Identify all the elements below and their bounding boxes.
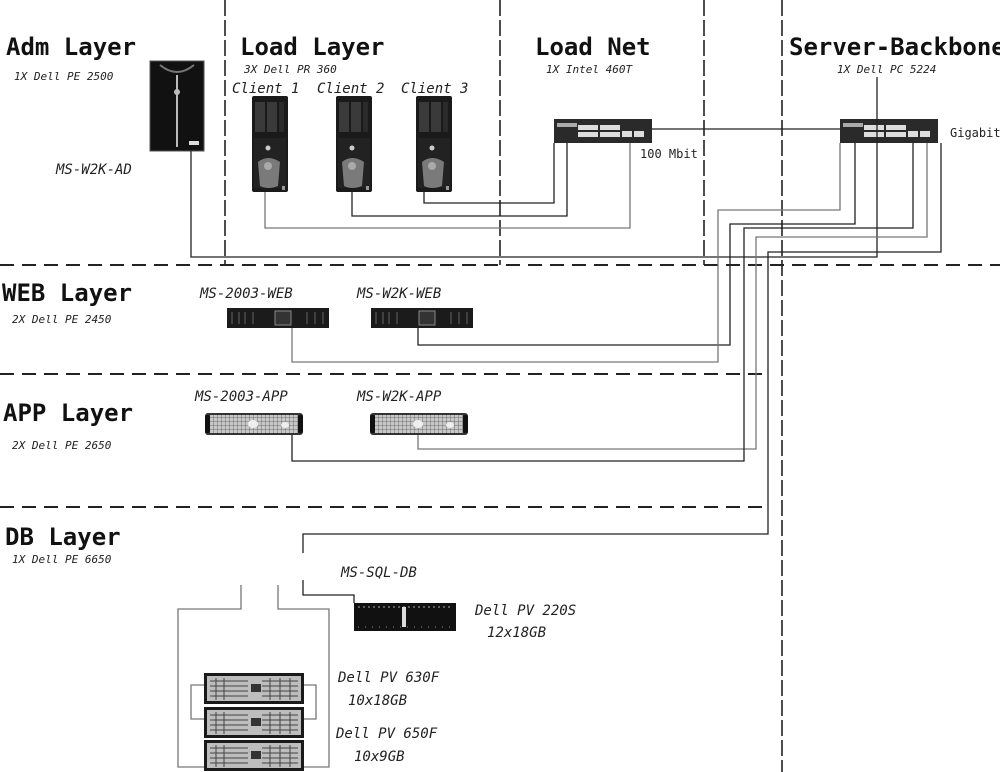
backbone-speed-label: Gigabit xyxy=(950,126,1000,140)
client-3-tower-icon[interactable] xyxy=(416,96,452,192)
backbone-switch-icon[interactable] xyxy=(840,119,938,143)
pv650f-capacity: 10x9GB xyxy=(354,749,405,765)
loadnet-switch-icon[interactable] xyxy=(554,119,652,143)
backbone-title: Server-Backbone xyxy=(789,33,1000,61)
network-cables xyxy=(177,77,942,768)
app-server-1-icon[interactable] xyxy=(205,413,303,435)
db-layer-title: DB Layer xyxy=(5,523,121,551)
pv220s-capacity: 12x18GB xyxy=(487,625,546,641)
pv650f-model: Dell PV 650F xyxy=(335,726,438,742)
backbone-sub: 1X Dell PC 5224 xyxy=(837,63,936,76)
pv220s-model: Dell PV 220S xyxy=(474,603,576,619)
web-layer-title: WEB Layer xyxy=(2,279,132,307)
web-server-2-icon[interactable] xyxy=(370,307,474,329)
web-server-1-label: MS-2003-WEB xyxy=(199,286,293,302)
client-2-tower-icon[interactable] xyxy=(336,96,372,192)
db-layer-sub: 1X Dell PE 6650 xyxy=(12,553,112,566)
web-server-1-icon[interactable] xyxy=(226,307,330,329)
client-1-label: Client 1 xyxy=(232,81,299,97)
loadnet-title: Load Net xyxy=(535,33,651,61)
app-layer-sub: 2X Dell PE 2650 xyxy=(12,439,112,452)
app-server-2-icon[interactable] xyxy=(370,413,468,435)
ad-server-icon[interactable] xyxy=(149,60,205,152)
load-layer-sub: 3X Dell PR 360 xyxy=(243,63,337,76)
app-server-1-label: MS-2003-APP xyxy=(194,389,288,405)
loadnet-speed-label: 100 Mbit xyxy=(640,147,698,161)
web-layer-sub: 2X Dell PE 2450 xyxy=(12,313,112,326)
loadnet-sub: 1X Intel 460T xyxy=(546,63,633,76)
load-layer-title: Load Layer xyxy=(240,33,385,61)
adm-layer-sub: 1X Dell PE 2500 xyxy=(14,70,114,83)
pv650f-storage-icon-a[interactable] xyxy=(203,706,305,739)
pv220s-storage-icon[interactable] xyxy=(354,603,456,631)
pv630f-storage-icon[interactable] xyxy=(203,672,305,705)
client-2-label: Client 2 xyxy=(317,81,384,97)
pv650f-storage-icon-b[interactable] xyxy=(203,739,305,772)
app-server-2-label: MS-W2K-APP xyxy=(356,389,442,405)
client-3-label: Client 3 xyxy=(401,81,468,97)
client-1-tower-icon[interactable] xyxy=(252,96,288,192)
app-layer-title: APP Layer xyxy=(3,399,133,427)
pv630f-model: Dell PV 630F xyxy=(337,670,440,686)
pv630f-capacity: 10x18GB xyxy=(348,693,407,709)
adm-layer-title: Adm Layer xyxy=(6,33,136,61)
web-server-2-label: MS-W2K-WEB xyxy=(356,286,441,302)
ad-server-label: MS-W2K-AD xyxy=(55,162,132,178)
db-server-label: MS-SQL-DB xyxy=(340,565,417,581)
